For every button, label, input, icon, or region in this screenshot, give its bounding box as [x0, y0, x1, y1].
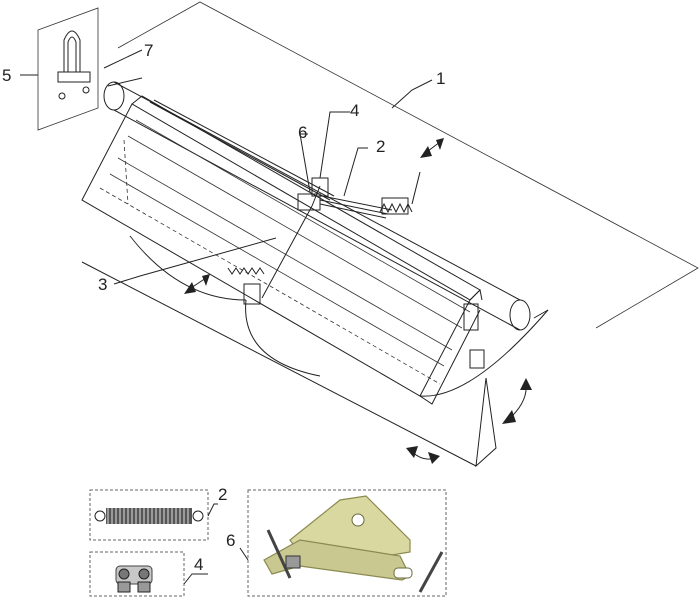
callout-6: 6 — [298, 123, 307, 142]
detail-spring: 2 — [89, 485, 227, 541]
callout-3: 3 — [98, 275, 107, 294]
cable-system — [149, 99, 393, 299]
double-arrow-icon — [420, 138, 444, 158]
detail-wire-clamp: 4 — [89, 551, 208, 597]
spring-icon — [379, 171, 421, 214]
callout-7: 7 — [144, 41, 153, 60]
leader-lines — [20, 49, 433, 285]
bracket-clamp-assembly — [297, 177, 485, 369]
callout-5: 5 — [2, 66, 11, 85]
detail-callout-4: 4 — [194, 555, 203, 574]
callout-4: 4 — [350, 101, 359, 120]
detail-callout-2: 2 — [218, 485, 227, 504]
lower-spring — [227, 267, 265, 305]
bracket-icon — [263, 495, 444, 593]
u-bolt-icon — [57, 30, 91, 100]
wall-plane — [117, 1, 699, 329]
curved-arrow-icon — [406, 446, 440, 464]
awning-fabric — [81, 235, 549, 468]
detail-callout-6: 6 — [226, 531, 235, 550]
callout-1: 1 — [436, 69, 445, 88]
wire-clamp-icon — [115, 565, 153, 593]
curved-arrow-icon — [502, 378, 532, 424]
detail-bracket: 6 — [226, 489, 447, 597]
double-arrow-icon — [184, 274, 210, 294]
callout-2: 2 — [376, 137, 385, 156]
wall-mount-panel — [37, 7, 99, 131]
roller-tube — [103, 77, 531, 331]
